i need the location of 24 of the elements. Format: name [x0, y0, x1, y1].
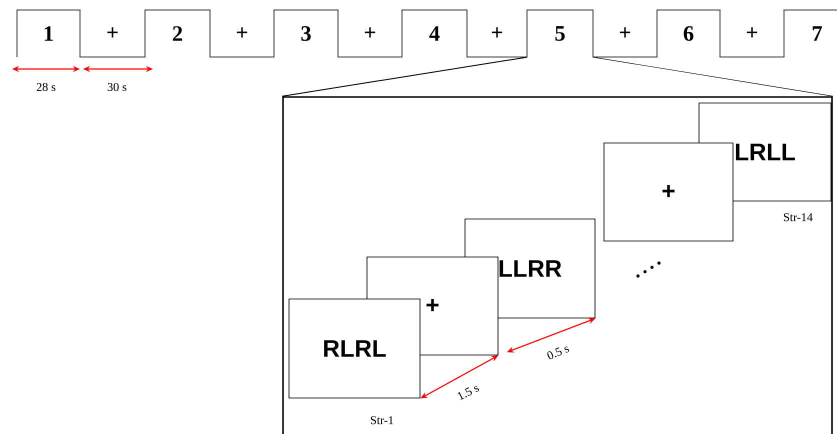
- block-number: 7: [812, 26, 822, 41]
- fixation-cross: +: [746, 27, 758, 38]
- duration-label: 28 s: [36, 82, 56, 92]
- zoom-frame: [282, 96, 833, 434]
- block-number: 5: [555, 26, 565, 41]
- block-number: 4: [429, 26, 440, 41]
- zoom-line: [592, 56, 834, 96]
- screen-caption: Str-1: [370, 416, 394, 424]
- fixation-cross: +: [236, 27, 248, 38]
- fixation-cross: +: [620, 27, 630, 38]
- edge-label: 1.5 s: [454, 382, 482, 402]
- block-number: 1: [44, 26, 53, 41]
- block-number: 3: [301, 26, 311, 41]
- stimulus-screen: +: [604, 142, 734, 242]
- fixation-cross: +: [107, 27, 118, 38]
- screen-caption: Str-14: [784, 213, 813, 222]
- zoom-line: [282, 56, 528, 97]
- stimulus-screen: RLRL: [288, 298, 420, 398]
- duration-label: 30 s: [108, 82, 126, 92]
- edge-label: 0.5 s: [544, 342, 572, 362]
- block-number: 2: [172, 26, 182, 41]
- fixation-cross: +: [492, 27, 502, 38]
- block-number: 6: [684, 26, 694, 41]
- fixation-cross: +: [364, 27, 376, 38]
